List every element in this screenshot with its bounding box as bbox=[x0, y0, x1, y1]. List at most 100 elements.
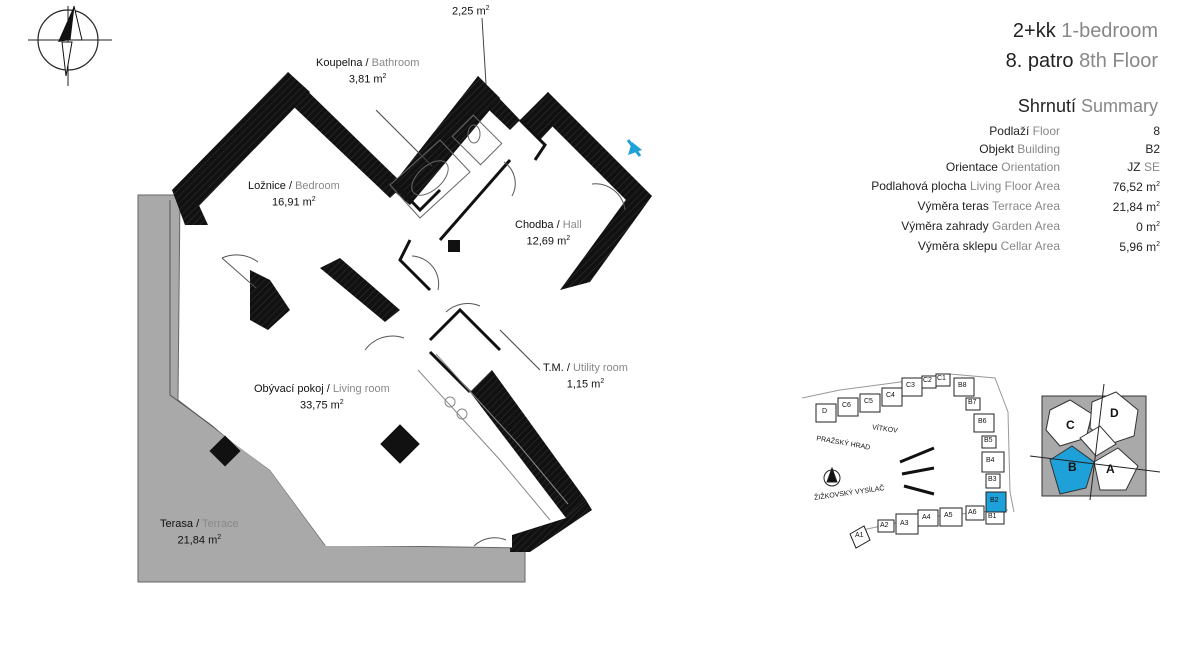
row-label-en: Garden Area bbox=[991, 219, 1060, 233]
summary-title-en: Summary bbox=[1080, 96, 1158, 116]
room-name-cz: Ložnice / bbox=[248, 180, 293, 192]
site-map bbox=[801, 373, 1015, 549]
room-area: 12,69 m bbox=[526, 235, 567, 248]
summary-heading: Shrnutí Summary bbox=[1018, 96, 1158, 117]
summary-table: Podlaží Floor 8 Objekt Building B2 Orien… bbox=[838, 122, 1160, 256]
room-label-hall: Chodba / Hall 12,69 m2 bbox=[515, 218, 582, 249]
row-value: 0 m bbox=[1136, 220, 1157, 234]
summary-row: Výměra teras Terrace Area 21,84 m2 bbox=[838, 196, 1160, 216]
summary-row: Výměra sklepu Cellar Area 5,96 m2 bbox=[838, 236, 1160, 256]
row-label-cz: Podlaží bbox=[989, 124, 1030, 138]
unit-sup: 2 bbox=[1156, 201, 1160, 208]
site-unit: C3 bbox=[906, 382, 915, 389]
keyplan-label-c: C bbox=[1066, 418, 1075, 432]
floor-cz: 8. patro bbox=[1005, 50, 1074, 72]
unit-sup: 2 bbox=[339, 399, 344, 406]
layout-en: 1-bedroom bbox=[1061, 20, 1158, 42]
row-label-en: Orientation bbox=[1001, 160, 1060, 174]
floor-title: 8. patro 8th Floor bbox=[1006, 50, 1158, 73]
room-name-en: Living room bbox=[332, 383, 390, 395]
room-name-cz: Chodba / bbox=[515, 219, 560, 231]
unit-sup: 2 bbox=[600, 378, 605, 385]
room-label-bathroom: Koupelna / Bathroom 3,81 m2 bbox=[316, 56, 419, 87]
row-label-cz: Orientace bbox=[945, 160, 998, 174]
unit-sup: 2 bbox=[217, 534, 222, 541]
room-name-cz: Terasa / bbox=[160, 518, 200, 530]
column bbox=[448, 240, 460, 252]
site-unit: A1 bbox=[855, 532, 864, 539]
toilet bbox=[451, 114, 503, 166]
room-area: 16,91 m bbox=[272, 196, 312, 209]
row-value-en: SE bbox=[1143, 160, 1160, 174]
summary-row: Podlaží Floor 8 bbox=[838, 122, 1160, 140]
site-unit: A3 bbox=[900, 520, 909, 527]
row-label-en: Terrace Area bbox=[991, 199, 1060, 213]
room-label-living: Obývací pokoj / Living room 33,75 m2 bbox=[254, 382, 390, 413]
site-unit: C4 bbox=[886, 392, 895, 399]
room-name-en: Terrace bbox=[202, 518, 239, 530]
site-unit: B4 bbox=[986, 457, 995, 464]
unit-sup: 2 bbox=[566, 235, 571, 242]
unit-sup: 2 bbox=[1156, 241, 1160, 248]
kitchen-counter bbox=[417, 353, 569, 521]
keyplan-label-d: D bbox=[1110, 406, 1119, 420]
floor-en: 8th Floor bbox=[1079, 50, 1158, 72]
layout-title: 2+kk 1-bedroom bbox=[1013, 20, 1158, 43]
row-value: B2 bbox=[1145, 142, 1160, 156]
site-unit: B3 bbox=[988, 476, 997, 483]
row-label-en: Floor bbox=[1032, 124, 1060, 138]
room-name-en: Hall bbox=[562, 219, 582, 231]
site-unit: B5 bbox=[984, 437, 993, 444]
room-label-bedroom: Ložnice / Bedroom 16,91 m2 bbox=[248, 179, 340, 210]
row-label-cz: Výměra zahrady bbox=[901, 219, 989, 233]
room-area: 1,15 m bbox=[566, 378, 601, 391]
site-unit: A2 bbox=[880, 522, 889, 529]
terrace-area bbox=[137, 194, 526, 583]
unit-sup: 2 bbox=[311, 196, 316, 203]
doors bbox=[221, 161, 626, 547]
row-value: 21,84 m bbox=[1112, 200, 1157, 214]
key-plan bbox=[1029, 383, 1161, 501]
unit-sup: 2 bbox=[382, 73, 387, 80]
interior-walls bbox=[384, 118, 547, 394]
site-unit: B8 bbox=[958, 382, 967, 389]
row-label-en: Living Floor Area bbox=[969, 179, 1060, 193]
site-unit: C1 bbox=[937, 375, 946, 382]
summary-row: Výměra zahrady Garden Area 0 m2 bbox=[838, 216, 1160, 236]
site-unit: B6 bbox=[978, 418, 987, 425]
site-unit: B1 bbox=[988, 513, 997, 520]
room-name-cz: Obývací pokoj / bbox=[254, 383, 330, 395]
summary-title-cz: Shrnutí bbox=[1017, 96, 1076, 116]
unit-sup: 2 bbox=[1156, 181, 1160, 188]
room-area: 2,25 m bbox=[452, 5, 486, 18]
row-label-cz: Výměra sklepu bbox=[917, 239, 998, 253]
room-name-cz: Koupelna / bbox=[316, 57, 369, 69]
room-name-en: Bedroom bbox=[295, 180, 340, 192]
row-value: 76,52 m bbox=[1112, 180, 1157, 194]
row-value: 8 bbox=[1153, 124, 1160, 138]
row-label-en: Building bbox=[1017, 142, 1060, 156]
room-name-cz: T.M. / bbox=[543, 362, 570, 374]
site-unit: C2 bbox=[923, 377, 932, 384]
site-unit: A4 bbox=[922, 514, 931, 521]
layout-code: 2+kk bbox=[1012, 20, 1056, 42]
site-unit: B7 bbox=[968, 399, 977, 406]
summary-row: Objekt Building B2 bbox=[838, 140, 1160, 158]
room-label-terrace: Terasa / Terrace 21,84 m2 bbox=[160, 517, 239, 548]
unit-sup: 2 bbox=[485, 5, 490, 12]
room-name-en: Utility room bbox=[572, 362, 628, 374]
keyplan-label-b: B bbox=[1068, 460, 1077, 474]
room-label-utility: T.M. / Utility room 1,15 m2 bbox=[543, 361, 628, 392]
unit-sup: 2 bbox=[1156, 221, 1160, 228]
summary-row: Orientace Orientation JZ SE bbox=[838, 158, 1160, 176]
column bbox=[209, 435, 241, 467]
room-area: 3,81 m bbox=[348, 73, 383, 86]
room-name-en: Bathroom bbox=[371, 57, 420, 69]
row-value: 5,96 m bbox=[1119, 240, 1157, 254]
row-label-en: Cellar Area bbox=[1000, 239, 1060, 253]
keyplan-label-a: A bbox=[1106, 462, 1115, 476]
room-area: 33,75 m bbox=[300, 399, 340, 412]
row-label-cz: Výměra teras bbox=[917, 199, 989, 213]
bathtub bbox=[389, 139, 471, 219]
